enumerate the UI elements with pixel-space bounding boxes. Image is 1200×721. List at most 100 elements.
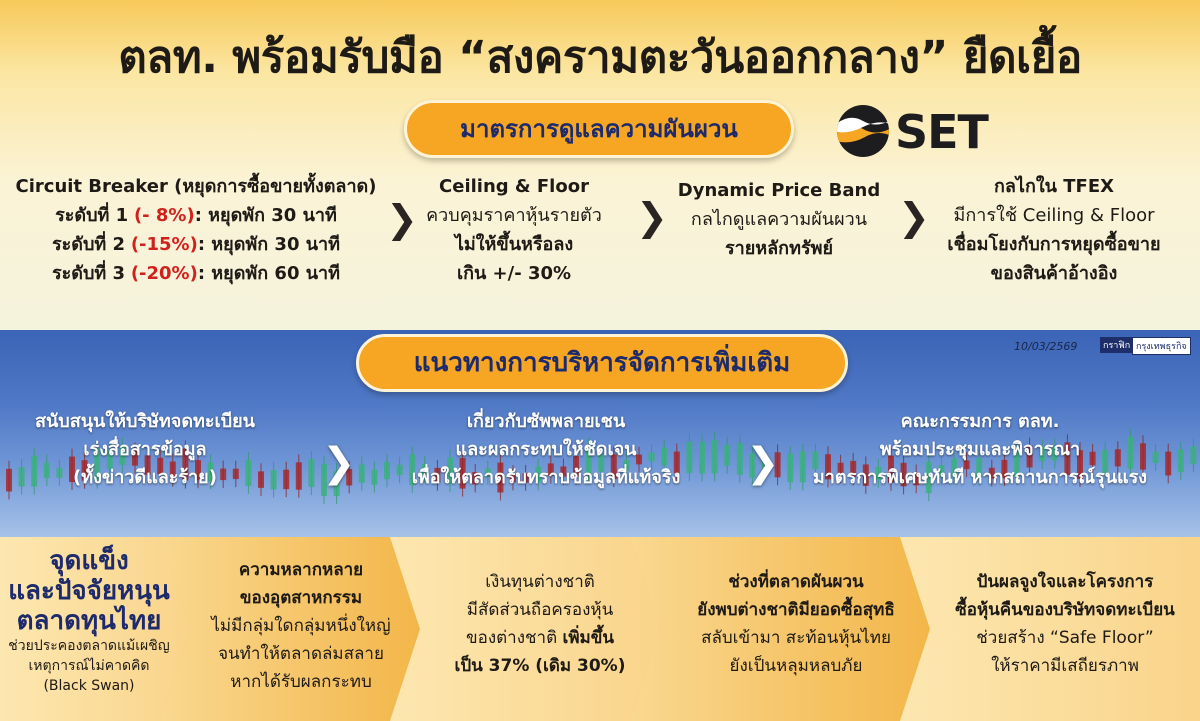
dividend-line: ให้ราคามีเสถียรภาพ [991, 656, 1139, 676]
candle-body [472, 472, 479, 485]
net-buy-line: ยังพบต่างชาติมียอดซื้อสุทธิ [697, 600, 895, 620]
dynamic-price-band-line: รายหลักทรัพย์ [724, 238, 834, 259]
candle-body [510, 473, 516, 483]
level-rest: : หยุดพัก 30 นาที [197, 234, 341, 255]
pill-volatility-measures: มาตรการดูแลความผันผวน [404, 100, 794, 158]
candle-body [1064, 442, 1071, 475]
candle-body [94, 448, 101, 481]
dividend-line: ซื้อหุ้นคืนของบริษัทจดทะเบียน [955, 600, 1175, 620]
candle-body [736, 443, 743, 475]
ceiling-floor-line: เกิน +/- 30% [456, 263, 572, 284]
candle-body [321, 463, 327, 496]
candle-body [1077, 450, 1083, 480]
candle-body [333, 471, 340, 496]
level-rest: : หยุดพัก 60 นาที [197, 263, 341, 284]
candle-body [270, 470, 277, 490]
chevron-right-icon: ❯ [746, 440, 780, 486]
candle-body [938, 465, 945, 478]
diversity-block: ความหลากหลาย ของอุตสาหกรรม ไม่มีกลุ่มใดก… [196, 556, 406, 696]
candle-body [547, 463, 554, 476]
circuit-breaker-title: Circuit Breaker (หยุดการซื้อขายทั้งตลาด) [15, 176, 377, 197]
committee-line: มาตรการพิเศษทันที หากสถานการณ์รุนแรง [812, 467, 1148, 488]
candle-body [661, 447, 668, 466]
candle-body [812, 451, 819, 470]
candle-body [245, 460, 252, 486]
candle-body [258, 471, 264, 488]
candle-body [232, 468, 239, 480]
candle-body [1014, 449, 1020, 477]
level-label: ระดับที่ 2 [51, 234, 126, 255]
candle-body [497, 462, 504, 493]
disclosure-line: สนับสนุนให้บริษัทจดทะเบียน [35, 411, 255, 432]
candle-body [371, 469, 378, 485]
candle-body [295, 462, 302, 490]
candle-body [598, 455, 605, 472]
net-buy-line: ช่วงที่ตลาดผันผวน [728, 572, 864, 592]
candle-body [1177, 449, 1184, 473]
candle-body [636, 454, 642, 465]
disclosure-block: สนับสนุนให้บริษัทจดทะเบียน เร่งสื่อสารข้… [20, 408, 270, 492]
candle-body [1039, 446, 1046, 462]
level-row: ระดับที่ 2 (-15%): หยุดพัก 30 นาที [14, 230, 378, 259]
candlestick-background [6, 428, 1197, 504]
candle-body [1089, 451, 1096, 466]
tfex-title: กลไกใน TFEX [994, 176, 1114, 197]
candle-body [1152, 451, 1159, 464]
candle-body [862, 464, 869, 486]
dynamic-price-band-line: กลไกดูแลความผันผวน [690, 209, 868, 230]
candle-body [799, 451, 806, 483]
candle-body [283, 469, 290, 490]
candle-body [686, 441, 693, 474]
circuit-breaker-block: Circuit Breaker (หยุดการซื้อขายทั้งตลาด)… [14, 172, 378, 288]
candle-body [1165, 451, 1172, 476]
candle-body [157, 457, 164, 475]
diversity-line: ไม่มีกลุ่มใดกลุ่มหนึ่งใหญ่ [211, 616, 391, 636]
ceiling-floor-line: ควบคุมราคาหุ้นรายตัว [426, 205, 602, 226]
candle-body [724, 444, 731, 466]
candle-body [988, 467, 995, 479]
chevron-segment [630, 537, 930, 721]
candle-body [169, 461, 176, 479]
strengths-block: จุดแข็ง และปัจจัยหนุน ตลาดทุนไทย ช่วยประ… [4, 546, 174, 696]
tfex-line: มีการใช้ Ceiling & Floor [953, 205, 1155, 226]
candle-body [308, 459, 315, 488]
candle-body [963, 460, 970, 470]
tfex-block: กลไกใน TFEX มีการใช้ Ceiling & Floor เชื… [922, 172, 1186, 288]
candle-body [774, 452, 781, 478]
foreign-capital-text: ของต่างชาติ [465, 628, 563, 648]
candle-body [875, 466, 882, 480]
candle-body [522, 473, 529, 483]
candle-body [837, 462, 844, 476]
candle-body [787, 453, 794, 483]
chevron-strip [0, 537, 1200, 721]
candle-body [573, 456, 579, 477]
dividend-block: ปันผลจูงใจและโครงการ ซื้อหุ้นคืนของบริษั… [940, 568, 1190, 680]
level-label: ระดับที่ 3 [51, 263, 126, 284]
candle-body [396, 464, 403, 476]
level-row: ระดับที่ 1 (- 8%): หยุดพัก 30 นาที [14, 201, 378, 230]
net-buy-line: สลับเข้ามา สะท้อนหุ้นไทย [701, 628, 891, 648]
tfex-line: เชื่อมโยงกับการหยุดซื้อขาย [947, 234, 1161, 255]
candle-body [585, 445, 592, 474]
candle-body [1190, 446, 1197, 465]
candle-body [623, 460, 630, 471]
candle-body [951, 458, 957, 477]
candle-body [1001, 459, 1008, 479]
candle-body [850, 460, 857, 478]
candle-body [421, 463, 428, 476]
foreign-capital-line: มีสัดส่วนถือครองหุ้น [466, 600, 614, 620]
level-rest: : หยุดพัก 30 นาที [194, 205, 337, 226]
candle-body [346, 469, 353, 486]
candle-body [409, 454, 416, 486]
foreign-capital-line: เงินทุนต่างชาติ [485, 572, 595, 592]
committee-line: คณะกรรมการ ตลท. [900, 411, 1060, 432]
chevron-right-icon: ❯ [898, 195, 930, 239]
candle-body [434, 467, 441, 483]
candle-body [925, 461, 932, 494]
committee-block: คณะกรรมการ ตลท. พร้อมประชุมและพิจารณา มา… [790, 408, 1170, 492]
supply-chain-line: และผลกระทบให้ชัดเจน [455, 439, 637, 460]
strengths-title: และปัจจัยหนุน [8, 576, 170, 606]
supply-chain-line: เพื่อให้ตลาดรับทราบข้อมูลที่แท้จริง [411, 467, 681, 488]
foreign-capital-line: ของต่างชาติ เพิ่มขึ้น [430, 624, 650, 652]
strengths-title: ตลาดทุนไทย [16, 606, 162, 636]
